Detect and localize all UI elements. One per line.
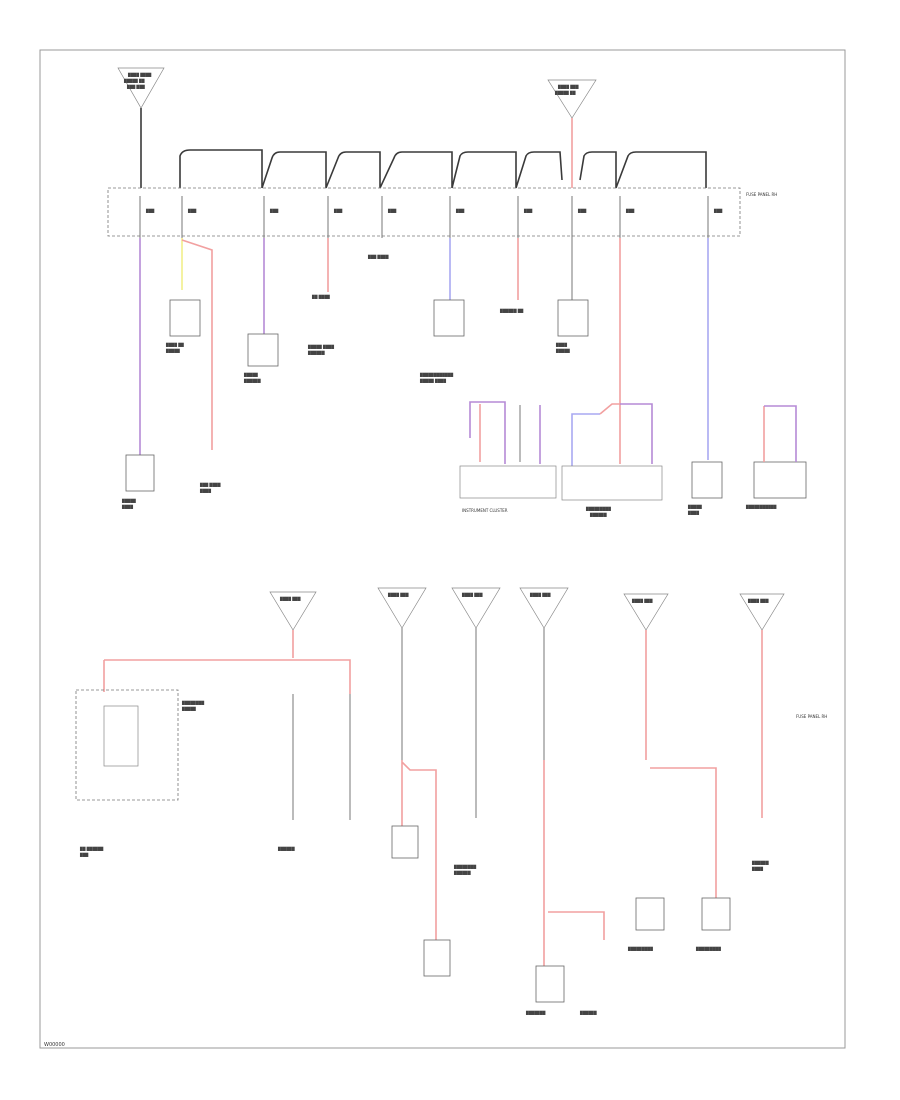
svg-text:███: ███ [455, 208, 465, 213]
instrument-cluster-box [459, 465, 557, 499]
module-box [561, 465, 663, 501]
svg-text:███: ███ [387, 208, 397, 213]
svg-text:████: ████ [199, 488, 211, 493]
svg-text:██████ ██: ██████ ██ [499, 308, 523, 313]
wire-fuse2-pink [181, 239, 213, 450]
component-box-7 [753, 461, 807, 499]
component-box-3 [433, 299, 465, 337]
svg-text:█████: █████ [555, 348, 570, 353]
component-box-b2 [423, 939, 451, 977]
svg-text:███: ███ [333, 208, 343, 213]
svg-text:█████████: █████████ [585, 506, 611, 511]
svg-text:████████████: ████████████ [419, 372, 453, 377]
wire-bottom-main-feed [104, 630, 351, 694]
component-box-b4 [635, 897, 665, 931]
fuse-panel-label: FUSE PANEL RH [746, 192, 777, 197]
fuse-row: ███ ███ ███ ███ ███ ███ ███ ███ ███ ███ [139, 196, 723, 238]
svg-text:███: ███ [269, 208, 279, 213]
svg-text:█████: █████ [687, 504, 702, 509]
wire-bottom-col5-pink [645, 630, 717, 900]
svg-text:█████ ████: █████ ████ [307, 344, 334, 349]
svg-text:█████ ██: █████ ██ [123, 78, 145, 83]
svg-text:████ ███: ████ ███ [631, 598, 653, 603]
power-source-connector-center: ████ ███ █████ ██ [547, 79, 597, 119]
svg-text:████ ███: ████ ███ [747, 598, 769, 603]
fuse-bus-bar [179, 149, 707, 189]
component-box-2 [247, 333, 279, 367]
svg-text:████ ██: ████ ██ [165, 342, 184, 347]
component-box-6 [691, 461, 723, 499]
svg-text:████: ████ [555, 342, 567, 347]
svg-text:███: ███ [145, 208, 155, 213]
svg-text:██ ██████: ██ ██████ [79, 846, 103, 851]
svg-text:██████: ██████ [453, 870, 471, 875]
wire-bottom-pair [292, 694, 351, 820]
svg-text:███: ███ [713, 208, 723, 213]
svg-text:████: ████ [687, 510, 699, 515]
component-box-b3 [535, 965, 565, 1003]
fuse-panel-label-lower: FUSE PANEL RH [796, 714, 827, 719]
component-labels-top: ████ ███████ ███████████ █████ █████████… [121, 254, 777, 515]
component-box-4 [557, 299, 589, 337]
svg-text:████████: ████████ [453, 864, 476, 869]
svg-text:████ ███: ████ ███ [387, 592, 409, 597]
svg-text:███████████: ███████████ [745, 504, 777, 509]
svg-text:██ ████: ██ ████ [311, 294, 330, 299]
component-box-b5 [701, 897, 731, 931]
wire-module-blue [571, 413, 600, 466]
svg-text:█████████: █████████ [627, 946, 653, 951]
svg-text:████████: ████████ [181, 700, 204, 705]
component-box-1 [169, 299, 201, 337]
svg-text:███████: ███████ [525, 1010, 546, 1015]
wire-right-violet [764, 405, 797, 462]
fuse-panel-outline [107, 187, 741, 237]
svg-text:████ ███: ████ ███ [557, 84, 579, 89]
svg-text:█████: █████ [121, 498, 136, 503]
svg-text:███ ███: ███ ███ [126, 84, 145, 89]
wire-module-pink [599, 403, 621, 464]
component-box-b1 [391, 825, 419, 859]
svg-text:████ ███: ████ ███ [279, 596, 301, 601]
svg-text:████: ████ [121, 504, 133, 509]
wire-cluster-violet [469, 401, 506, 464]
power-source-connectors-bottom: ████ ███ ████ ███ ████ ███ ████ ███ ████… [269, 587, 785, 631]
svg-text:██████: ██████ [307, 350, 325, 355]
component-box-5 [125, 454, 155, 492]
diagram-border [39, 49, 846, 1049]
svg-text:██████: ██████ [751, 860, 769, 865]
svg-text:████ ███: ████ ███ [461, 592, 483, 597]
svg-text:████ ████: ████ ████ [127, 72, 151, 77]
svg-text:█████: █████ [243, 372, 258, 377]
svg-text:█████ ██: █████ ██ [554, 90, 576, 95]
left-module-inner [103, 705, 139, 767]
svg-text:███: ███ [625, 208, 635, 213]
wire-bottom-col2-pink [401, 760, 437, 940]
wire-bottom-col4-pink [543, 760, 605, 966]
instrument-cluster-label: INSTRUMENT CLUSTER [462, 508, 508, 513]
svg-text:██████: ██████ [243, 378, 261, 383]
svg-text:███ ████: ███ ████ [199, 482, 221, 487]
svg-text:███: ███ [187, 208, 197, 213]
svg-text:█████: █████ [165, 348, 180, 353]
svg-text:███: ███ [523, 208, 533, 213]
svg-text:████ ███: ████ ███ [529, 592, 551, 597]
svg-text:███: ███ [577, 208, 587, 213]
diagram-code: W00000 [44, 1042, 65, 1048]
left-module-outline [75, 689, 179, 801]
svg-text:███: ███ [79, 852, 89, 857]
svg-text:██████: ██████ [589, 512, 607, 517]
svg-text:█████ ████: █████ ████ [419, 378, 446, 383]
svg-text:████: ████ [751, 866, 763, 871]
svg-text:█████: █████ [181, 706, 196, 711]
svg-text:███ ████: ███ ████ [367, 254, 389, 259]
svg-text:██████: ██████ [277, 846, 295, 851]
svg-text:██████: ██████ [579, 1010, 597, 1015]
wire-module-violet [620, 403, 653, 464]
svg-text:█████████: █████████ [695, 946, 721, 951]
power-source-connector-left: ████ ████ █████ ██ ███ ███ [117, 67, 165, 109]
